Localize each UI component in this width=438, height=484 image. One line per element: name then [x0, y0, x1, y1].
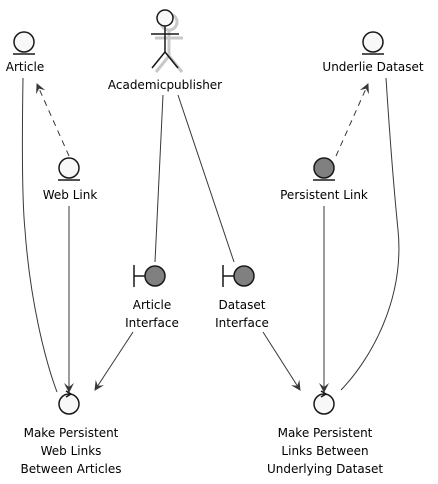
- entity-article-icon: [13, 31, 35, 55]
- label-line: Links Between: [281, 444, 369, 458]
- edge-article-to-make-web-links: [21, 77, 58, 393]
- entity-persistent-link-icon: [313, 157, 335, 181]
- label-underlie-dataset: Underlie Dataset: [322, 60, 424, 74]
- edge-actor-to-article-interface: [154, 94, 164, 263]
- entity-underlie-dataset-icon: [362, 31, 384, 55]
- entity-web-link-icon: [58, 157, 80, 181]
- label-line: Make Persistent: [23, 426, 119, 440]
- label-line: Make Persistent: [277, 426, 373, 440]
- label-dataset-interface: Dataset Interface: [215, 296, 269, 332]
- edge-actor-to-dataset-interface: [177, 94, 235, 263]
- label-academicpublisher: Academicpublisher: [107, 78, 223, 92]
- edge-dataset-interface-to-make-links-dataset: [262, 331, 301, 391]
- control-make-persistent-links-dataset-icon: [313, 390, 335, 415]
- label-article: Article: [5, 60, 45, 74]
- label-make-persistent-web-links: Make Persistent Web Links Between Articl…: [20, 424, 121, 478]
- edge-article-interface-to-make-web-links: [94, 331, 134, 391]
- actor-academicpublisher-icon: [151, 9, 184, 73]
- label-line: Web Links: [40, 444, 102, 458]
- label-line: Interface: [215, 316, 269, 330]
- boundary-article-interface-icon: [133, 265, 166, 287]
- label-article-interface: Article Interface: [125, 296, 179, 332]
- label-line: Article: [132, 298, 172, 312]
- label-line: Between Articles: [20, 462, 122, 476]
- label-line: Interface: [125, 316, 179, 330]
- boundary-dataset-interface-icon: [222, 265, 255, 287]
- edge-web-link-to-article: [36, 83, 70, 157]
- label-persistent-link: Persistent Link: [280, 188, 368, 202]
- label-web-link: Web Link: [42, 188, 98, 202]
- label-make-persistent-links-dataset: Make Persistent Links Between Underlying…: [267, 424, 383, 478]
- edge-persistent-link-to-underlie-dataset: [335, 83, 369, 157]
- label-line: Dataset: [218, 298, 266, 312]
- label-line: Underlying Dataset: [266, 462, 384, 476]
- edge-underlie-dataset-to-make-links-dataset: [340, 77, 400, 391]
- control-make-persistent-web-links-icon: [58, 390, 80, 415]
